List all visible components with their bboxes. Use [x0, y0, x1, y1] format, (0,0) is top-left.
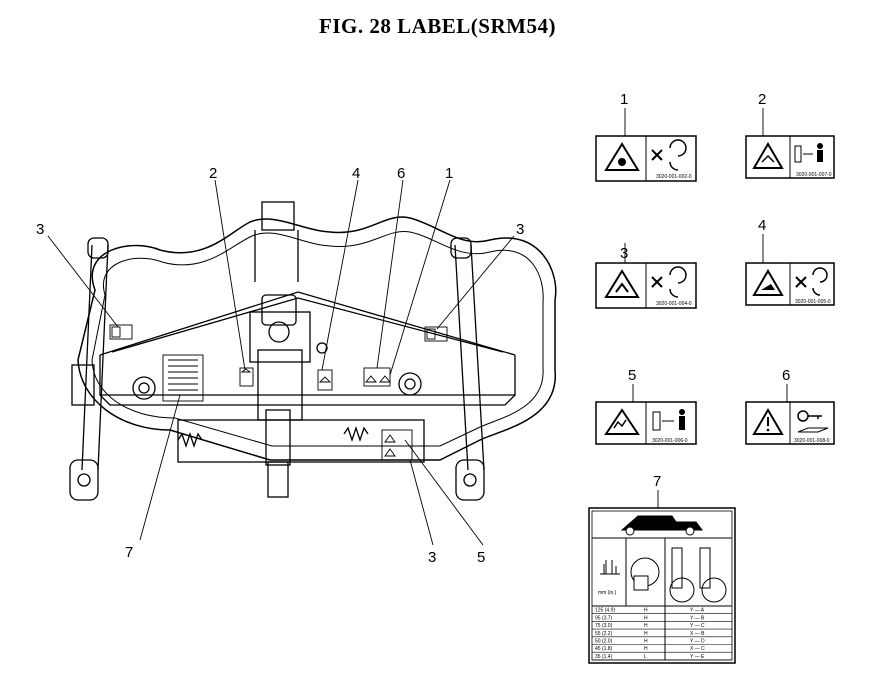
figure-title: FIG. 28 LABEL(SRM54) — [319, 14, 556, 38]
label-4-number: 4 — [758, 217, 766, 234]
table-cell-set: L — [644, 654, 647, 660]
no-hands-rotating-icon — [651, 139, 687, 171]
label-7-number: 7 — [653, 473, 661, 490]
label-7: 7 mm (in.) 125 (4.9) H Y — A 95 (3.7) H Y — B… — [588, 473, 736, 664]
table-cell-position: Y — B — [690, 615, 705, 621]
hand-blade-icon — [604, 269, 640, 298]
keep-distance-icon — [794, 143, 823, 163]
label-1-code: 3020-001-002-0 — [656, 174, 692, 180]
callout-5: 5 — [477, 549, 485, 566]
callout-leaders — [47, 179, 515, 546]
table-cell-height: 95 (3.7) — [595, 615, 613, 621]
height-table: 125 (4.9) H Y — A 95 (3.7) H Y — B 75 (3.0) H Y … — [592, 608, 732, 661]
label-2-code: 3020-001-007-0 — [796, 172, 832, 178]
label-3-number: 3 — [620, 245, 628, 262]
table-cell-position: Y — A — [690, 608, 705, 614]
foot-blade-icon — [752, 269, 784, 296]
thrown-object-icon — [604, 142, 640, 171]
key-manual-icon — [797, 410, 829, 433]
label-3: 3 3020-001-004-0 — [595, 245, 697, 309]
callout-1: 1 — [445, 165, 453, 182]
callout-7: 7 — [125, 544, 133, 561]
keep-distance-icon — [652, 409, 685, 431]
hand-entanglement-icon — [752, 142, 784, 169]
table-cell-set: H — [644, 631, 648, 637]
tractor-icon — [620, 515, 703, 536]
label-5-code: 3020-001-006-0 — [652, 438, 688, 444]
unit-text: mm (in.) — [598, 590, 617, 596]
label-5: 5 3020-001-006-0 — [595, 367, 697, 445]
label-4: 4 3020-001-005-0 — [745, 217, 835, 306]
table-cell-set: H — [644, 623, 648, 629]
table-cell-position: Y — C — [690, 623, 705, 629]
general-warning-icon — [752, 408, 784, 435]
table-cell-position: Y — D — [690, 639, 705, 645]
label-6-code: 3020-001-008-0 — [794, 438, 830, 444]
callout-4: 4 — [352, 165, 360, 182]
table-cell-set: H — [644, 639, 648, 645]
table-cell-height: 55 (2.2) — [595, 631, 613, 637]
table-cell-set: H — [644, 608, 648, 614]
label-5-number: 5 — [628, 367, 636, 384]
table-cell-set: H — [644, 646, 648, 652]
gauge-wheel-icon — [630, 557, 660, 591]
thrown-debris-icon — [604, 408, 640, 435]
callout-3-bottom: 3 — [428, 549, 436, 566]
table-cell-height: 45 (1.8) — [595, 646, 613, 652]
label-4-code: 3020-001-005-0 — [795, 299, 831, 305]
callout-2: 2 — [209, 165, 217, 182]
table-cell-height: 35 (1.4) — [595, 654, 613, 660]
callout-3-left: 3 — [36, 221, 44, 238]
table-cell-height: 50 (2.0) — [595, 639, 613, 645]
cut-height-icon — [600, 560, 620, 575]
mower-deck-drawing — [69, 201, 557, 501]
table-cell-position: Y — E — [690, 654, 705, 660]
table-cell-height: 125 (4.9) — [595, 608, 615, 614]
table-cell-position: X — B — [690, 631, 705, 637]
label-6-number: 6 — [782, 367, 790, 384]
deck-decals — [109, 324, 448, 461]
label-6: 6 3020-001-008-0 — [745, 367, 835, 445]
label-2-number: 2 — [758, 91, 766, 108]
table-cell-set: H — [644, 615, 648, 621]
table-cell-height: 75 (3.0) — [595, 623, 613, 629]
label-1: 1 3020-001-002-0 — [595, 91, 697, 182]
callout-3-right: 3 — [516, 221, 524, 238]
label-2: 2 3020-001-007-0 — [745, 91, 835, 179]
table-cell-position: X — C — [690, 646, 705, 652]
adjust-height-icon — [669, 547, 727, 603]
label-3-code: 3020-001-004-0 — [656, 301, 692, 307]
callout-6: 6 — [397, 165, 405, 182]
no-hands-rotating-icon — [651, 266, 687, 298]
no-hands-rotating-icon — [795, 267, 828, 296]
label-1-number: 1 — [620, 91, 628, 108]
